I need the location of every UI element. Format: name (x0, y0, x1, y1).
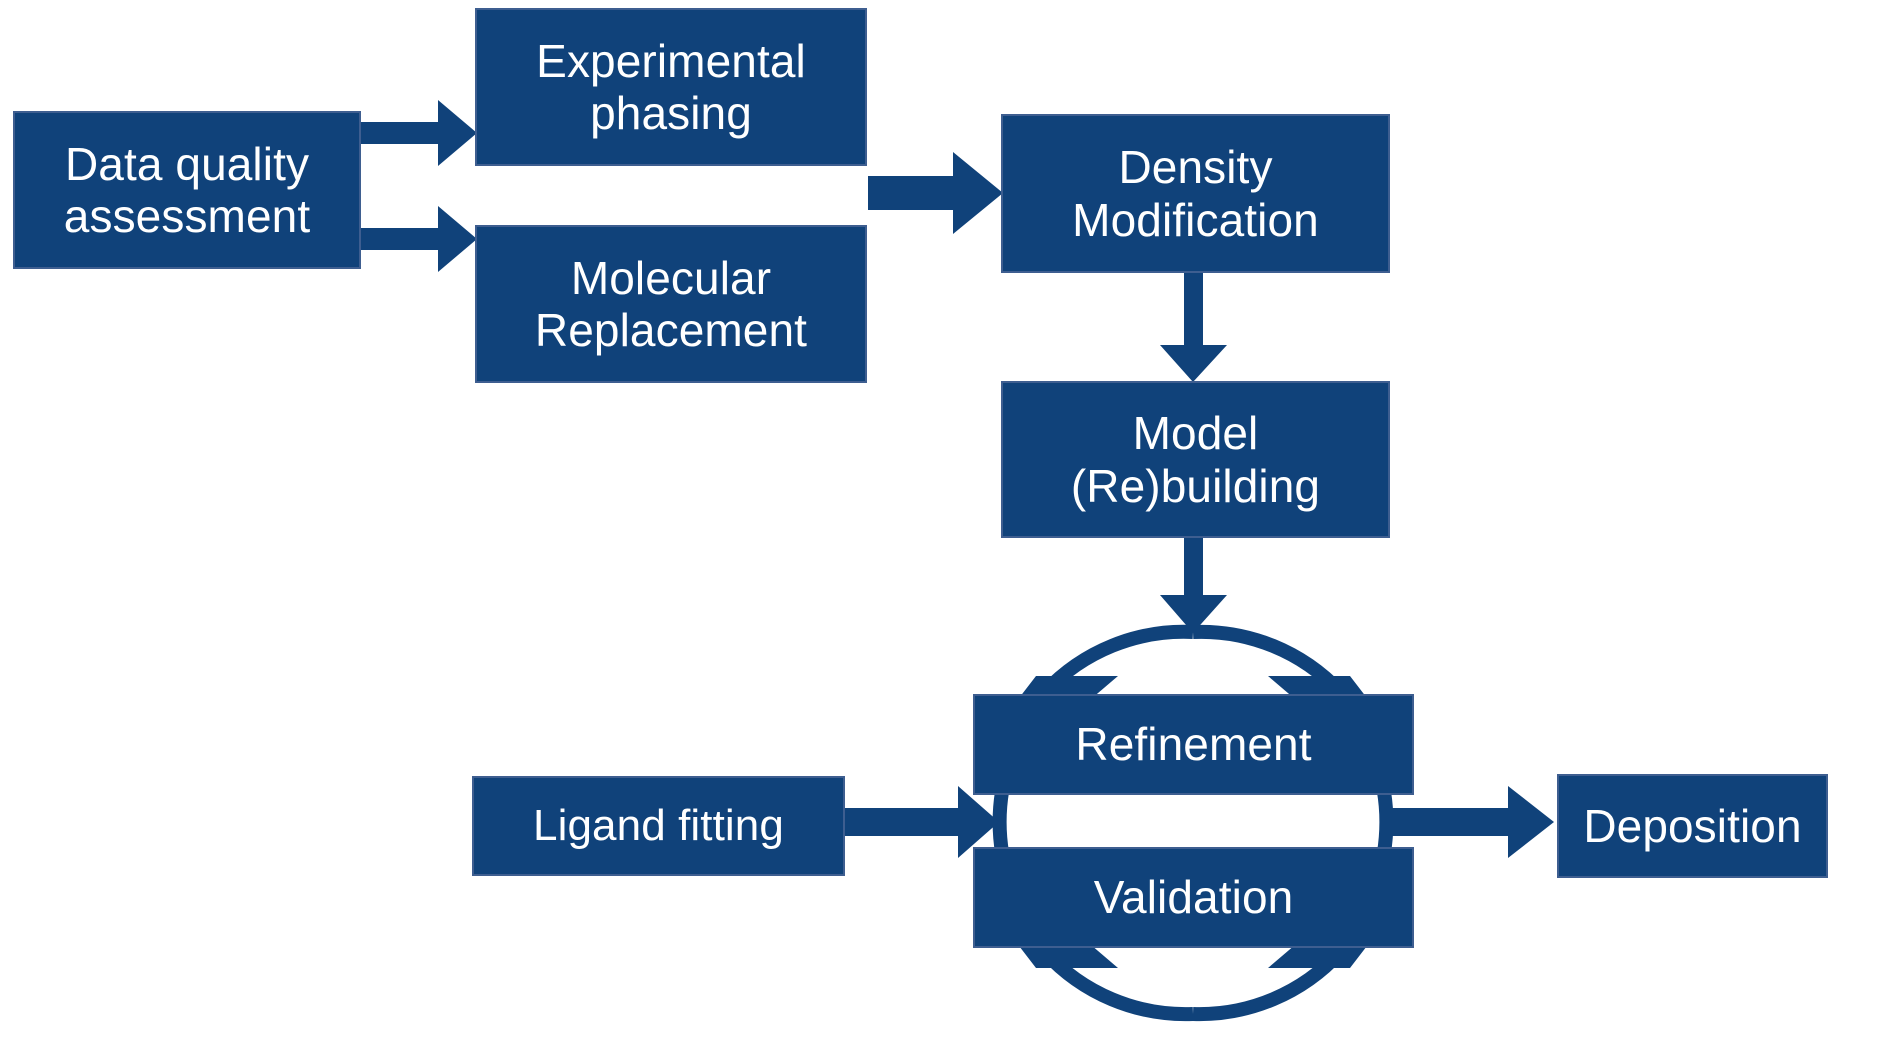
process-box-deposition[interactable]: Deposition (1557, 774, 1828, 878)
arrow-phasing-to-density (868, 152, 1003, 234)
arrow-data-quality-to-molecular (361, 206, 477, 272)
process-box-density-modification[interactable]: Density Modification (1001, 114, 1390, 273)
arrow-cycle-to-deposition (1390, 786, 1554, 858)
process-box-validation[interactable]: Validation (973, 847, 1414, 948)
process-box-data-quality-assessment[interactable]: Data quality assessment (13, 111, 361, 269)
arrow-data-quality-to-experimental (361, 100, 477, 166)
process-box-experimental-phasing[interactable]: Experimental phasing (475, 8, 867, 166)
arrow-density-to-model (1160, 272, 1227, 382)
arrow-model-to-refinement (1160, 537, 1227, 633)
arrow-ligand-to-cycle (845, 786, 999, 858)
process-box-refinement[interactable]: Refinement (973, 694, 1414, 795)
process-box-molecular-replacement[interactable]: Molecular Replacement (475, 225, 867, 383)
process-box-model-rebuilding[interactable]: Model (Re)building (1001, 381, 1390, 538)
process-box-ligand-fitting[interactable]: Ligand fitting (472, 776, 845, 876)
